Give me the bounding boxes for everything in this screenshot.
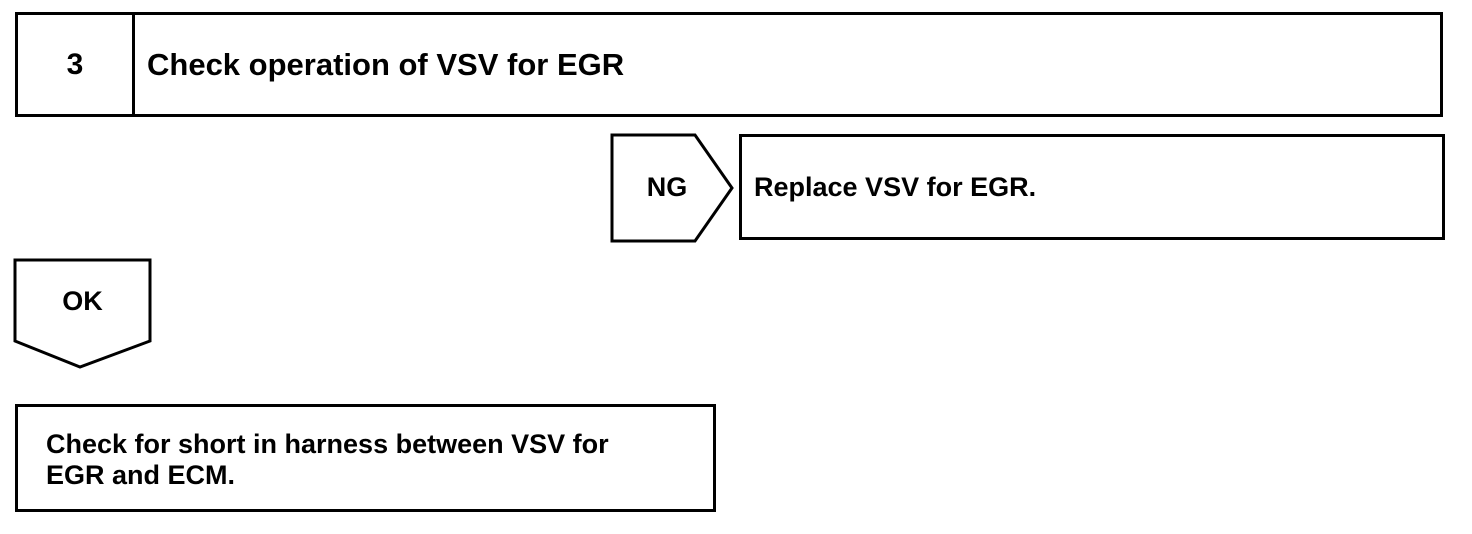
ok-label: OK bbox=[62, 285, 103, 316]
step-title: Check operation of VSV for EGR bbox=[147, 46, 625, 82]
step-number: 3 bbox=[18, 15, 135, 114]
ng-arrow-shape bbox=[610, 133, 734, 243]
next-check-line-2: EGR and ECM. bbox=[46, 460, 236, 490]
ok-arrow-shape bbox=[13, 258, 152, 369]
step-header: 3 Check operation of VSV for EGR bbox=[15, 12, 1443, 117]
ng-label: NG bbox=[646, 171, 688, 202]
next-check-line-1: Check for short in harness between VSV f… bbox=[46, 429, 609, 459]
ng-action-text: Replace VSV for EGR. bbox=[754, 171, 1037, 202]
ng-action-box: Replace VSV for EGR. bbox=[739, 134, 1445, 240]
next-check-box: Check for short in harness between VSV f… bbox=[15, 404, 716, 512]
